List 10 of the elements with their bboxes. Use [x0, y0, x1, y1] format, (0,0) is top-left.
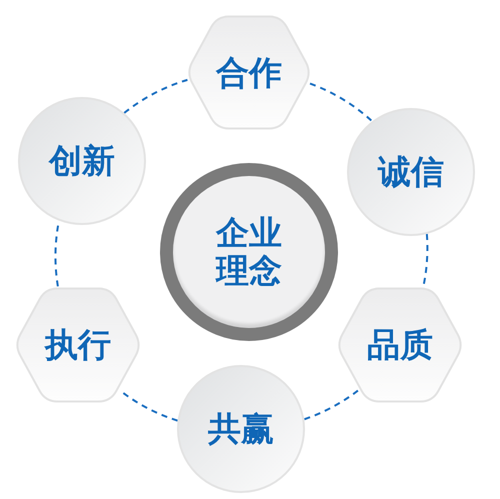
dashed-connector	[304, 390, 359, 420]
dashed-connector	[124, 78, 188, 114]
node-label: 创新	[49, 142, 115, 180]
node-label: 共赢	[208, 410, 274, 448]
dashed-connector	[310, 82, 373, 122]
node-label: 品质	[367, 326, 433, 364]
node-label: 合作	[216, 54, 282, 92]
node-label: 诚信	[378, 153, 444, 191]
node-label: 执行	[45, 326, 111, 364]
node-label: 企业理念	[214, 214, 283, 290]
